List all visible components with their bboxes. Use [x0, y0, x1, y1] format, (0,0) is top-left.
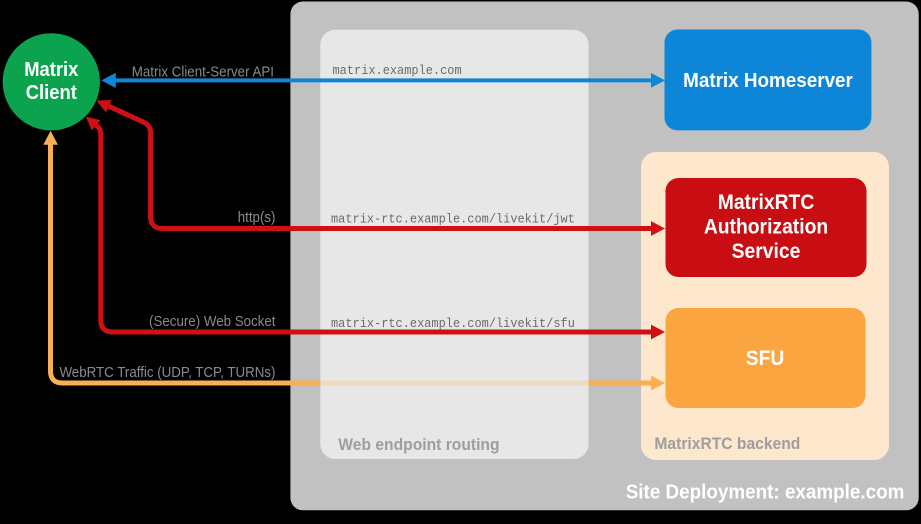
svg-text:Authorization: Authorization — [704, 216, 828, 239]
svg-text:Web endpoint routing: Web endpoint routing — [338, 435, 499, 454]
svg-text:SFU: SFU — [746, 347, 785, 370]
svg-text:http(s): http(s) — [238, 208, 276, 225]
svg-text:Matrix Client-Server API: Matrix Client-Server API — [132, 63, 274, 80]
svg-text:MatrixRTC: MatrixRTC — [718, 192, 815, 215]
svg-text:Matrix: Matrix — [24, 59, 78, 81]
svg-text:WebRTC Traffic (UDP, TCP, TURN: WebRTC Traffic (UDP, TCP, TURNs) — [59, 363, 275, 380]
svg-text:Client: Client — [26, 83, 78, 105]
svg-text:matrix-rtc.example.com/livekit: matrix-rtc.example.com/livekit/sfu — [331, 317, 575, 332]
svg-text:Matrix Homeserver: Matrix Homeserver — [683, 70, 853, 93]
svg-text:Service: Service — [732, 240, 801, 263]
svg-text:MatrixRTC backend: MatrixRTC backend — [654, 434, 800, 453]
svg-text:Site Deployment: example.com: Site Deployment: example.com — [626, 481, 905, 504]
svg-text:matrix.example.com: matrix.example.com — [333, 64, 462, 79]
svg-text:matrix-rtc.example.com/livekit: matrix-rtc.example.com/livekit/jwt — [331, 212, 575, 227]
svg-text:(Secure) Web Socket: (Secure) Web Socket — [149, 312, 276, 329]
